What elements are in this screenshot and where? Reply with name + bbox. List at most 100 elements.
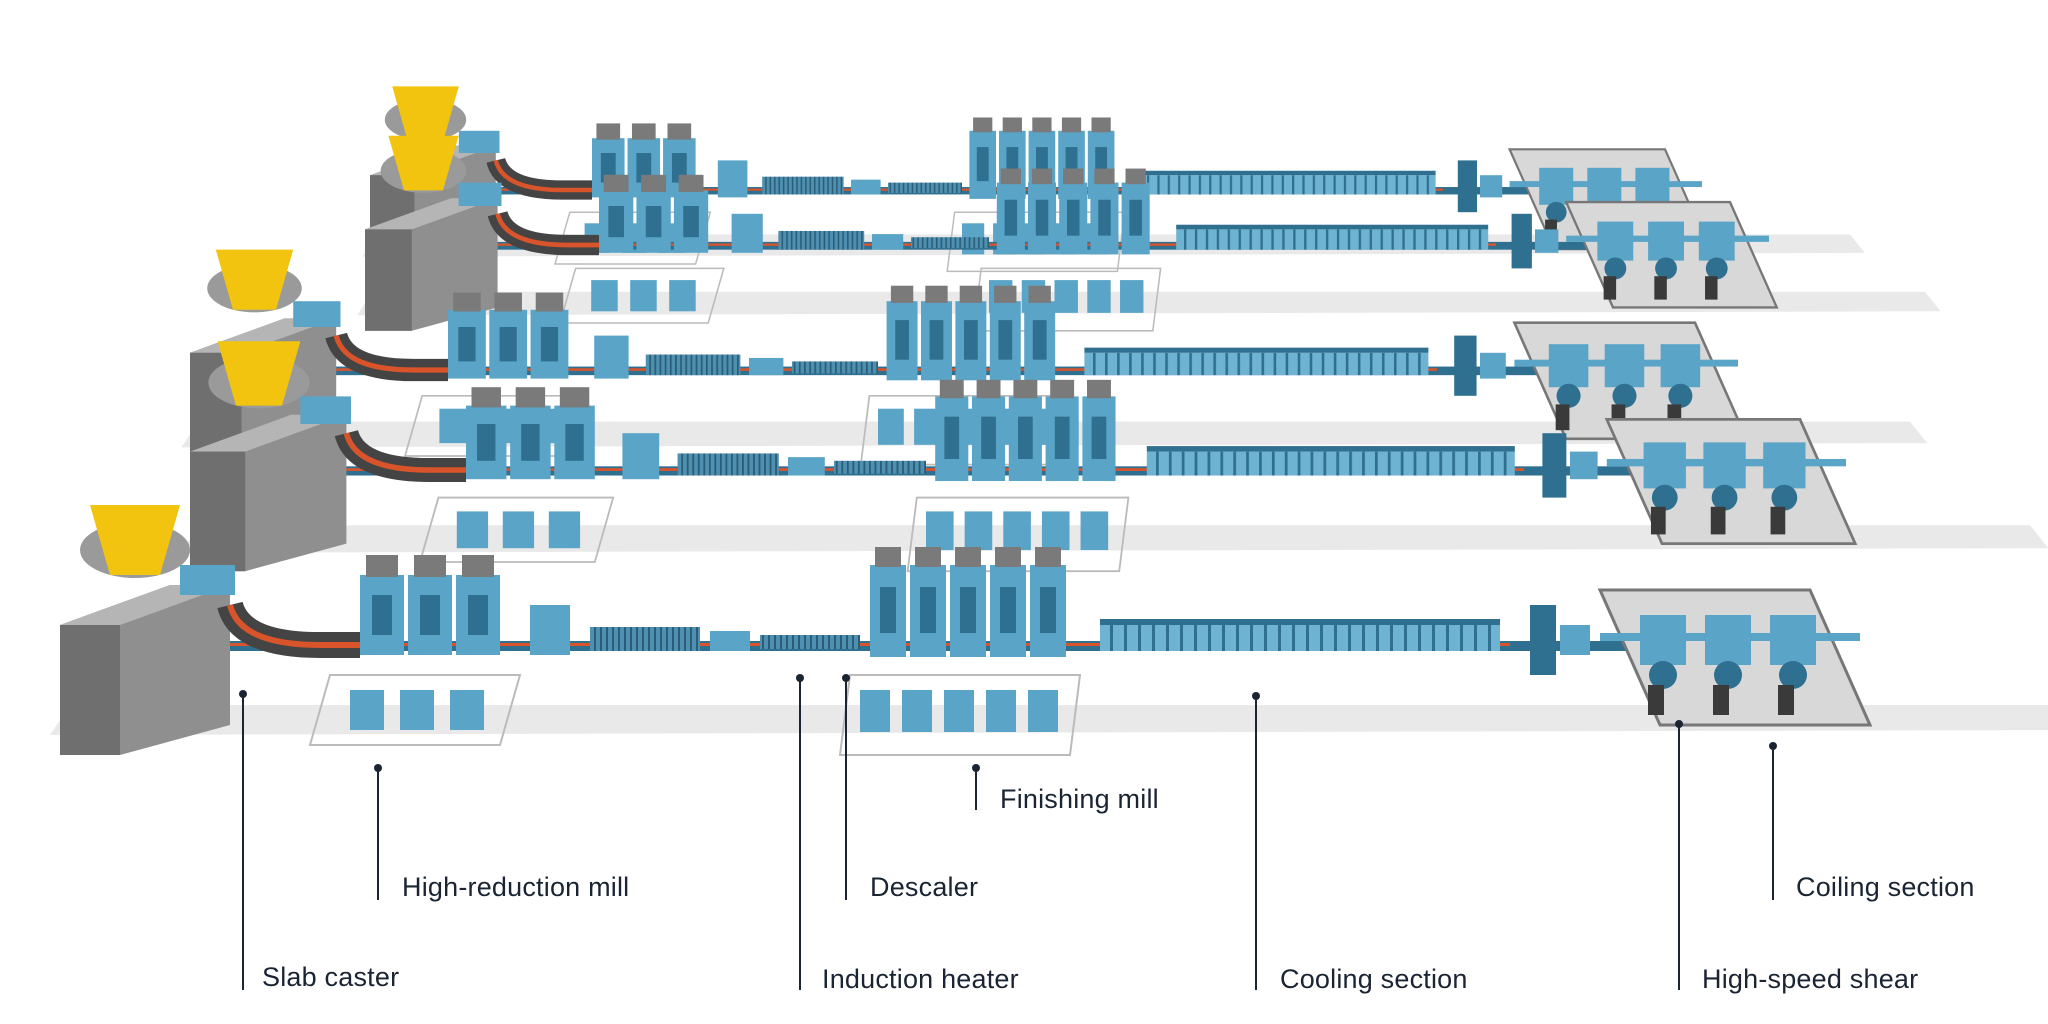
ladle-turret (388, 135, 459, 191)
finish-mill-window (1035, 199, 1049, 236)
hr-mill-motor (596, 123, 621, 140)
hr-drive-motor (630, 280, 657, 312)
coiler-pit-slot (1710, 506, 1726, 535)
finish-mill-window (944, 416, 960, 459)
hr-pit (418, 496, 615, 563)
crop-shear (717, 160, 748, 198)
tundish (293, 301, 341, 327)
hr-drive-motor (669, 280, 696, 312)
finish-mill-window (976, 147, 989, 182)
curved-strand (486, 157, 593, 200)
leader-dot (1252, 692, 1260, 700)
finish-mill-window (1095, 147, 1108, 182)
finish-drive-motor (1080, 511, 1109, 551)
finish-mill-motor (1087, 379, 1111, 399)
finish-mill-motor (1002, 117, 1022, 133)
leader-dot (796, 674, 804, 682)
hs-shear-body (1480, 175, 1503, 198)
coiler-mandrel (1612, 383, 1637, 408)
finish-mill-window (880, 587, 896, 633)
finish-mill-motor (995, 547, 1021, 567)
finish-drive-motor (878, 408, 904, 445)
leader-high-reduction (374, 764, 382, 900)
coiler-mandrel (1668, 383, 1693, 408)
label-high-reduction-mill: High-reduction mill (402, 872, 630, 902)
finish-mill-window (981, 416, 996, 459)
induction-heater (778, 230, 865, 250)
leader-dot (842, 674, 850, 682)
finish-mill-motor (915, 547, 941, 567)
leader-coiling-section (1769, 742, 1777, 900)
ladle-turret (217, 341, 301, 406)
curved-strand-hot (493, 159, 593, 193)
curved-strand-hot (333, 334, 449, 373)
label-coiling-section: Coiling section (1796, 872, 1975, 902)
hr-mill-motor (471, 387, 501, 408)
finish-mill-window (1098, 199, 1111, 236)
finish-drive-motor (1028, 690, 1058, 732)
finish-mill-motor (1094, 168, 1115, 185)
coiler-mandrel (1655, 257, 1677, 280)
finish-mill-window (1032, 320, 1047, 360)
finish-mill-window (929, 320, 944, 360)
roller-table (760, 635, 860, 649)
hs-shear (1457, 160, 1478, 213)
finish-pit (838, 674, 1082, 756)
ladle-turret (392, 86, 459, 139)
curved-strand (325, 331, 449, 382)
coiler-pit-slot (1778, 685, 1794, 715)
coiler-conveyor (1514, 359, 1738, 367)
crop-shear (731, 213, 763, 253)
hr-mill-motor (366, 555, 398, 577)
hs-shear-body (1480, 352, 1506, 379)
caster-front (60, 625, 120, 755)
finish-mill-motor (925, 285, 948, 303)
coiler-pit-slot (1648, 685, 1664, 715)
hr-mill-window (521, 424, 540, 461)
finish-mill-window (1040, 587, 1056, 633)
finish-mill-motor (973, 117, 993, 133)
leader-induction-heater (796, 674, 804, 990)
tundish (300, 396, 351, 424)
tundish (458, 182, 502, 206)
finish-drive-motor (1003, 511, 1031, 551)
coiler-pit-slot (1770, 506, 1786, 535)
hr-mill-window (645, 206, 662, 238)
finish-mill-window (1006, 147, 1019, 182)
coiler-mandrel (1556, 383, 1581, 408)
coiler-conveyor (1509, 181, 1702, 188)
floor-shadow (357, 291, 1941, 316)
coiler-conveyor (1566, 235, 1769, 242)
finish-mill-motor (976, 379, 1001, 399)
finish-mill-window (920, 587, 936, 633)
hr-drive-motor (502, 511, 535, 549)
hs-shear-body (1570, 451, 1598, 480)
coiler-pit-slot (1654, 276, 1667, 300)
curved-strand (217, 600, 360, 658)
crop-shear (622, 433, 660, 480)
finish-mill-motor (1091, 117, 1111, 133)
descaler-box (788, 457, 825, 476)
induction-heater (590, 627, 700, 651)
crop-shear (594, 335, 629, 379)
finish-mill-window (1091, 416, 1107, 459)
finish-drive-motor (902, 690, 932, 732)
finish-drive-motor (1054, 280, 1078, 313)
hr-pit (558, 267, 725, 324)
leader-dot (1769, 742, 1777, 750)
curved-strand (487, 210, 599, 256)
hr-drive-motor (350, 690, 384, 730)
hr-mill-motor (631, 123, 656, 140)
finish-mill-motor (890, 285, 914, 303)
roller-table (834, 460, 926, 474)
hr-mill-motor (494, 292, 522, 312)
leader-high-speed-shear (1675, 720, 1683, 990)
finish-drive-motor (944, 690, 974, 732)
tundish (458, 130, 500, 153)
coiler-mandrel (1604, 257, 1627, 280)
ladle-turret (90, 505, 180, 575)
roller-table (888, 182, 962, 193)
label-induction-heater: Induction heater (822, 964, 1019, 994)
finish-mill-window (1065, 147, 1078, 182)
induction-heater (677, 453, 779, 476)
